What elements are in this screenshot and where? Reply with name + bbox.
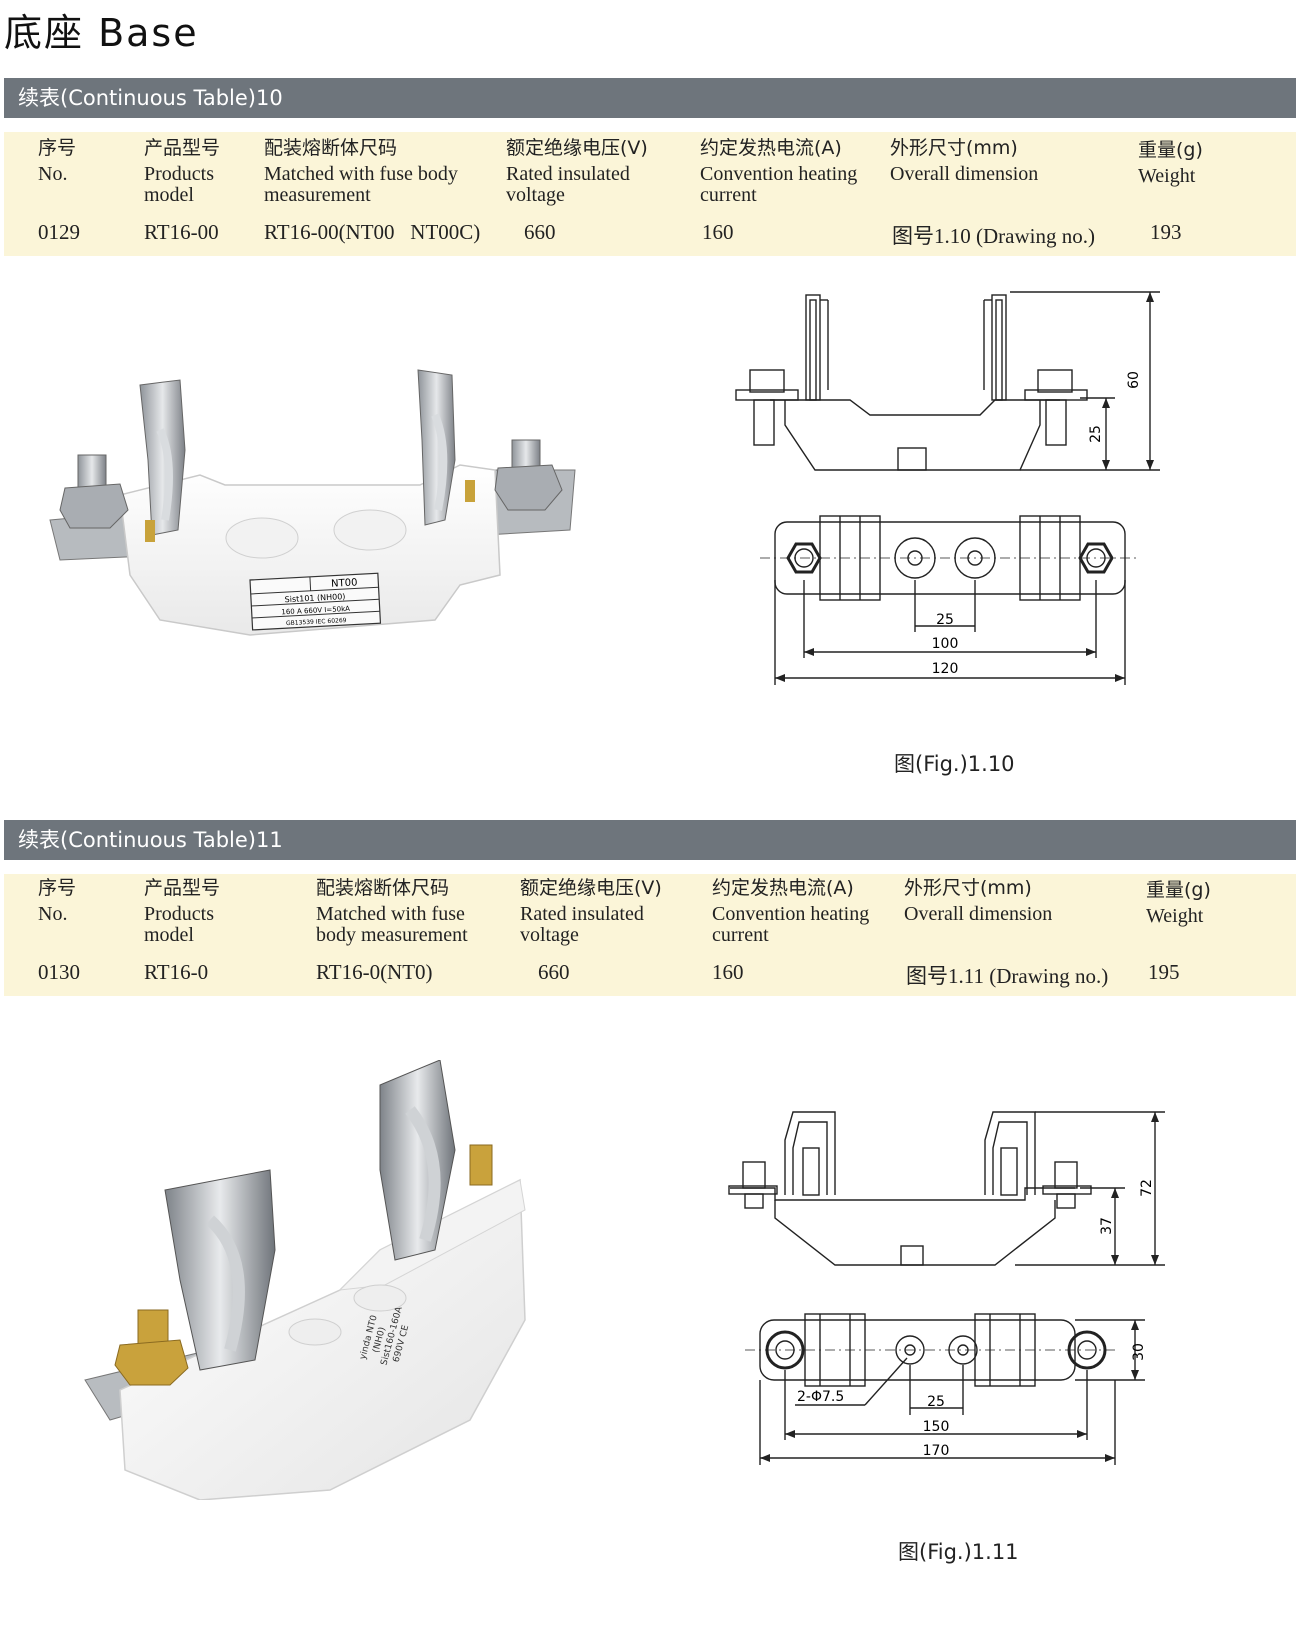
header-dimension: 外形尺寸(mm)Overall dimension [890, 137, 1039, 185]
cell-drawing: 图号1.11 (Drawing no.) [906, 964, 1109, 988]
header-weight: 重量(g)Weight [1138, 139, 1203, 187]
plate-line-3: 160 A 660V I=50kA [281, 605, 350, 617]
plate-line-1: NT00 [331, 577, 358, 589]
header-dimension: 外形尺寸(mm)Overall dimension [904, 877, 1053, 925]
plate-line-4: GB13539 IEC 60269 [286, 617, 347, 627]
dim-height-total: 60 [1126, 371, 1142, 389]
page-title: 底座 Base [4, 11, 199, 55]
dim-inner-width: 100 [932, 636, 959, 652]
plate-line-2: Sist101 (NH00) [284, 592, 345, 604]
dim-holes: 2-Φ7.5 [797, 1389, 844, 1405]
dimension-drawing-1-10: 60 25 25 100 120 [735, 291, 1160, 685]
section-bar-table-11: 续表(Continuous Table)11 [4, 820, 1296, 860]
dim-hole-spacing: 25 [927, 1394, 945, 1410]
cell-drawing: 图号1.10 (Drawing no.) [892, 224, 1095, 248]
dim-height-part: 37 [1099, 1217, 1115, 1235]
cell-fuse-size: RT16-00(NT00 NT00C) [264, 220, 481, 244]
dim-height-part: 25 [1088, 425, 1104, 443]
cell-no: 0130 [38, 960, 80, 984]
cell-model: RT16-00 [144, 220, 219, 244]
fuse-base-nt00-photo: NT00 Sist101 (NH00) 160 A 660V I=50kA GB… [49, 369, 576, 636]
cell-model: RT16-0 [144, 960, 209, 984]
dim-height-total: 72 [1139, 1179, 1155, 1197]
dim-outer-width: 170 [923, 1443, 950, 1459]
dim-width: 30 [1131, 1343, 1147, 1361]
dim-outer-width: 120 [932, 661, 959, 677]
dim-hole-spacing: 25 [936, 612, 954, 628]
header-weight: 重量(g)Weight [1146, 879, 1211, 927]
cell-voltage: 660 [524, 220, 556, 244]
figure-caption-1-10: 图(Fig.)1.10 [894, 752, 1015, 776]
cell-current: 160 [702, 220, 734, 244]
dimension-drawing-1-11: 72 37 30 2-Φ7.5 25 150 170 [728, 1111, 1165, 1465]
cell-weight: 193 [1150, 220, 1182, 244]
dim-inner-width: 150 [923, 1419, 950, 1435]
cell-current: 160 [712, 960, 744, 984]
cell-voltage: 660 [538, 960, 570, 984]
cell-no: 0129 [38, 220, 80, 244]
figure-caption-1-11: 图(Fig.)1.11 [898, 1540, 1019, 1564]
cell-fuse-size: RT16-0(NT0) [316, 960, 433, 984]
section-bar-table-10: 续表(Continuous Table)10 [4, 78, 1296, 118]
fuse-base-nt0-photo: yinda NT0 (NH0) Sist160-160A 690V CE [84, 1060, 526, 1500]
cell-weight: 195 [1148, 960, 1180, 984]
